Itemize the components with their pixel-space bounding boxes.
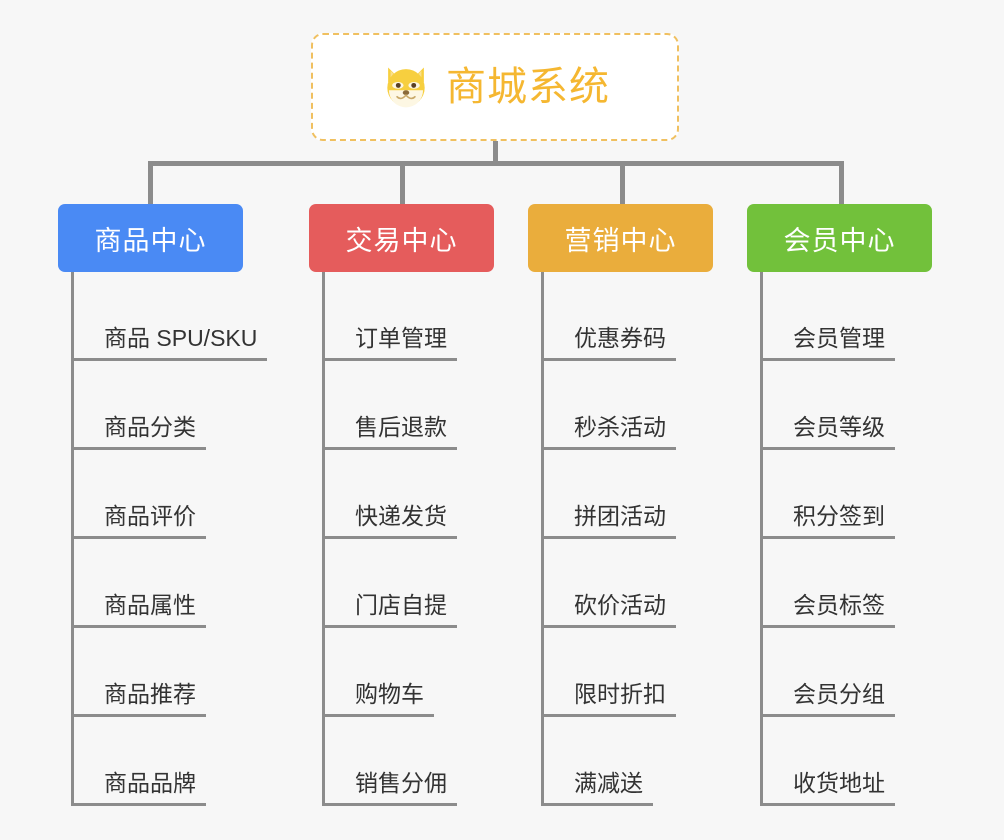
list-item[interactable]: 订单管理	[325, 272, 559, 361]
category-items-marketing: 优惠券码 秒杀活动 拼团活动 砍价活动 限时折扣 满减送	[541, 272, 778, 806]
list-item-label: 积分签到	[763, 503, 895, 539]
list-item[interactable]: 商品评价	[74, 450, 308, 539]
category-column-member: 会员中心 会员管理 会员等级 积分签到 会员标签 会员分组 收货地址	[747, 204, 997, 806]
list-item-label: 售后退款	[325, 414, 457, 450]
list-item[interactable]: 商品属性	[74, 539, 308, 628]
list-item[interactable]: 会员管理	[763, 272, 997, 361]
list-item[interactable]: 商品品牌	[74, 717, 308, 806]
list-item-label: 订单管理	[325, 325, 457, 361]
list-item-label: 门店自提	[325, 592, 457, 628]
list-item-label: 商品分类	[74, 414, 206, 450]
list-item-label: 会员等级	[763, 414, 895, 450]
list-item-label: 商品推荐	[74, 681, 206, 717]
list-item[interactable]: 砍价活动	[544, 539, 778, 628]
list-item[interactable]: 限时折扣	[544, 628, 778, 717]
list-item-label: 商品评价	[74, 503, 206, 539]
category-header-label: 会员中心	[783, 225, 896, 256]
category-header-product[interactable]: 商品中心	[58, 204, 243, 272]
list-item-label: 购物车	[325, 681, 434, 717]
category-column-trade: 交易中心 订单管理 售后退款 快递发货 门店自提 购物车 销售分佣	[309, 204, 559, 806]
list-item[interactable]: 满减送	[544, 717, 778, 806]
list-item[interactable]: 会员等级	[763, 361, 997, 450]
list-item[interactable]: 会员标签	[763, 539, 997, 628]
list-item-label: 满减送	[544, 770, 653, 806]
list-item-label: 快递发货	[325, 503, 457, 539]
category-header-label: 交易中心	[345, 225, 458, 256]
connector-drop-2	[400, 161, 405, 206]
list-item-label: 优惠券码	[544, 325, 676, 361]
list-item[interactable]: 会员分组	[763, 628, 997, 717]
category-header-marketing[interactable]: 营销中心	[528, 204, 713, 272]
connector-root-stem	[493, 141, 498, 163]
root-title: 商城系统	[446, 65, 610, 109]
category-header-member[interactable]: 会员中心	[747, 204, 932, 272]
root-node[interactable]: 商城系统	[311, 33, 679, 141]
list-item[interactable]: 拼团活动	[544, 450, 778, 539]
list-item[interactable]: 商品 SPU/SKU	[74, 272, 308, 361]
list-item-label: 会员分组	[763, 681, 895, 717]
shiba-dog-icon	[387, 67, 425, 108]
list-item[interactable]: 积分签到	[763, 450, 997, 539]
connector-drop-3	[620, 161, 625, 206]
connector-drop-1	[148, 161, 153, 206]
list-item[interactable]: 商品推荐	[74, 628, 308, 717]
category-header-trade[interactable]: 交易中心	[309, 204, 494, 272]
category-items-trade: 订单管理 售后退款 快递发货 门店自提 购物车 销售分佣	[322, 272, 559, 806]
list-item-label: 秒杀活动	[544, 414, 676, 450]
list-item[interactable]: 销售分佣	[325, 717, 559, 806]
list-item[interactable]: 秒杀活动	[544, 361, 778, 450]
category-column-product: 商品中心 商品 SPU/SKU 商品分类 商品评价 商品属性 商品推荐 商品品牌	[58, 204, 308, 806]
list-item[interactable]: 门店自提	[325, 539, 559, 628]
category-header-label: 营销中心	[564, 225, 677, 256]
list-item-label: 会员标签	[763, 592, 895, 628]
category-column-marketing: 营销中心 优惠券码 秒杀活动 拼团活动 砍价活动 限时折扣 满减送	[528, 204, 778, 806]
list-item[interactable]: 购物车	[325, 628, 559, 717]
list-item[interactable]: 商品分类	[74, 361, 308, 450]
connector-drop-4	[839, 161, 844, 206]
list-item-label: 商品品牌	[74, 770, 206, 806]
category-items-member: 会员管理 会员等级 积分签到 会员标签 会员分组 收货地址	[760, 272, 997, 806]
list-item-label: 会员管理	[763, 325, 895, 361]
list-item-label: 销售分佣	[325, 770, 457, 806]
list-item[interactable]: 优惠券码	[544, 272, 778, 361]
category-items-product: 商品 SPU/SKU 商品分类 商品评价 商品属性 商品推荐 商品品牌	[71, 272, 308, 806]
list-item-label: 拼团活动	[544, 503, 676, 539]
list-item-label: 商品属性	[74, 592, 206, 628]
list-item-label: 砍价活动	[544, 592, 676, 628]
list-item-label: 商品 SPU/SKU	[74, 325, 268, 361]
list-item[interactable]: 收货地址	[763, 717, 997, 806]
list-item-label: 限时折扣	[544, 681, 676, 717]
connector-bus	[148, 161, 844, 166]
list-item-label: 收货地址	[763, 770, 895, 806]
list-item[interactable]: 售后退款	[325, 361, 559, 450]
category-header-label: 商品中心	[94, 225, 207, 256]
list-item[interactable]: 快递发货	[325, 450, 559, 539]
